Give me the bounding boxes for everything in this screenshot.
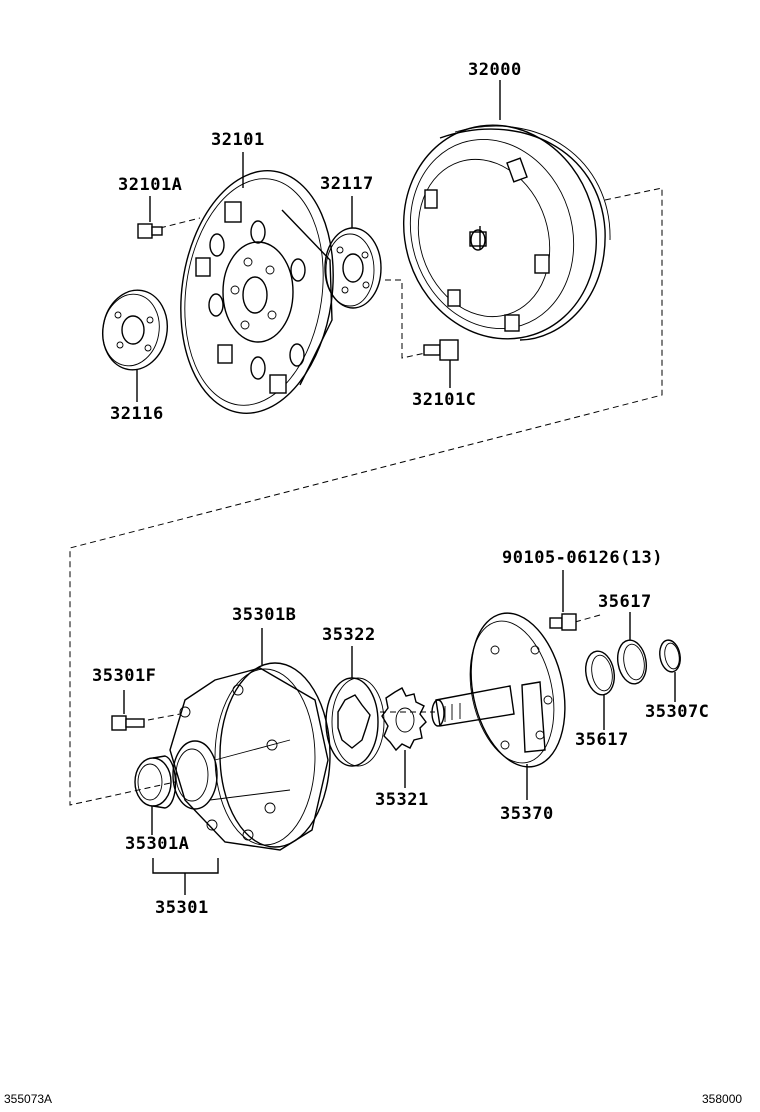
stator-shaft-drawing	[431, 612, 566, 800]
drive-gear-drawing	[381, 687, 427, 788]
footer-right-code: 358000	[702, 1092, 743, 1106]
assembly-dashed-lines	[69, 187, 663, 806]
part-label-35322[interactable]: 35322	[322, 625, 376, 645]
torque-converter-drawing	[402, 80, 611, 341]
bolt-32101c-drawing	[423, 339, 459, 388]
part-label-90105[interactable]: 90105-06126(13)	[502, 548, 664, 568]
part-label-35301a[interactable]: 35301A	[125, 834, 190, 854]
part-label-35301b[interactable]: 35301B	[232, 605, 297, 625]
part-label-32000[interactable]: 32000	[468, 60, 522, 80]
part-label-32101[interactable]: 32101	[211, 130, 265, 150]
assembly-bracket-35301	[152, 858, 219, 895]
part-label-35617-upper[interactable]: 35617	[598, 592, 652, 612]
part-label-35301f[interactable]: 35301F	[92, 666, 157, 686]
part-label-35307c[interactable]: 35307C	[645, 702, 710, 722]
part-label-32117[interactable]: 32117	[320, 174, 374, 194]
bolt-32101a-drawing	[137, 196, 163, 239]
spacer-32117-drawing	[324, 196, 382, 309]
bolt-90105-drawing	[549, 570, 577, 631]
spacer-32116-drawing	[102, 289, 168, 402]
oil-seal-drawing	[134, 755, 177, 835]
part-label-32116[interactable]: 32116	[110, 404, 164, 424]
footer-left-code: 355073A	[4, 1092, 53, 1106]
seal-rings-drawing	[584, 612, 681, 730]
part-label-35321[interactable]: 35321	[375, 790, 429, 810]
part-label-35617-lower[interactable]: 35617	[575, 730, 629, 750]
drive-plate-drawing	[180, 152, 334, 414]
part-label-32101c[interactable]: 32101C	[412, 390, 477, 410]
oil-pump-body-drawing	[169, 628, 331, 851]
part-label-35370[interactable]: 35370	[500, 804, 554, 824]
driven-gear-drawing	[325, 646, 385, 767]
part-label-32101a[interactable]: 32101A	[118, 175, 183, 195]
part-label-35301[interactable]: 35301	[155, 898, 209, 918]
bolt-35301f-drawing	[111, 690, 145, 731]
